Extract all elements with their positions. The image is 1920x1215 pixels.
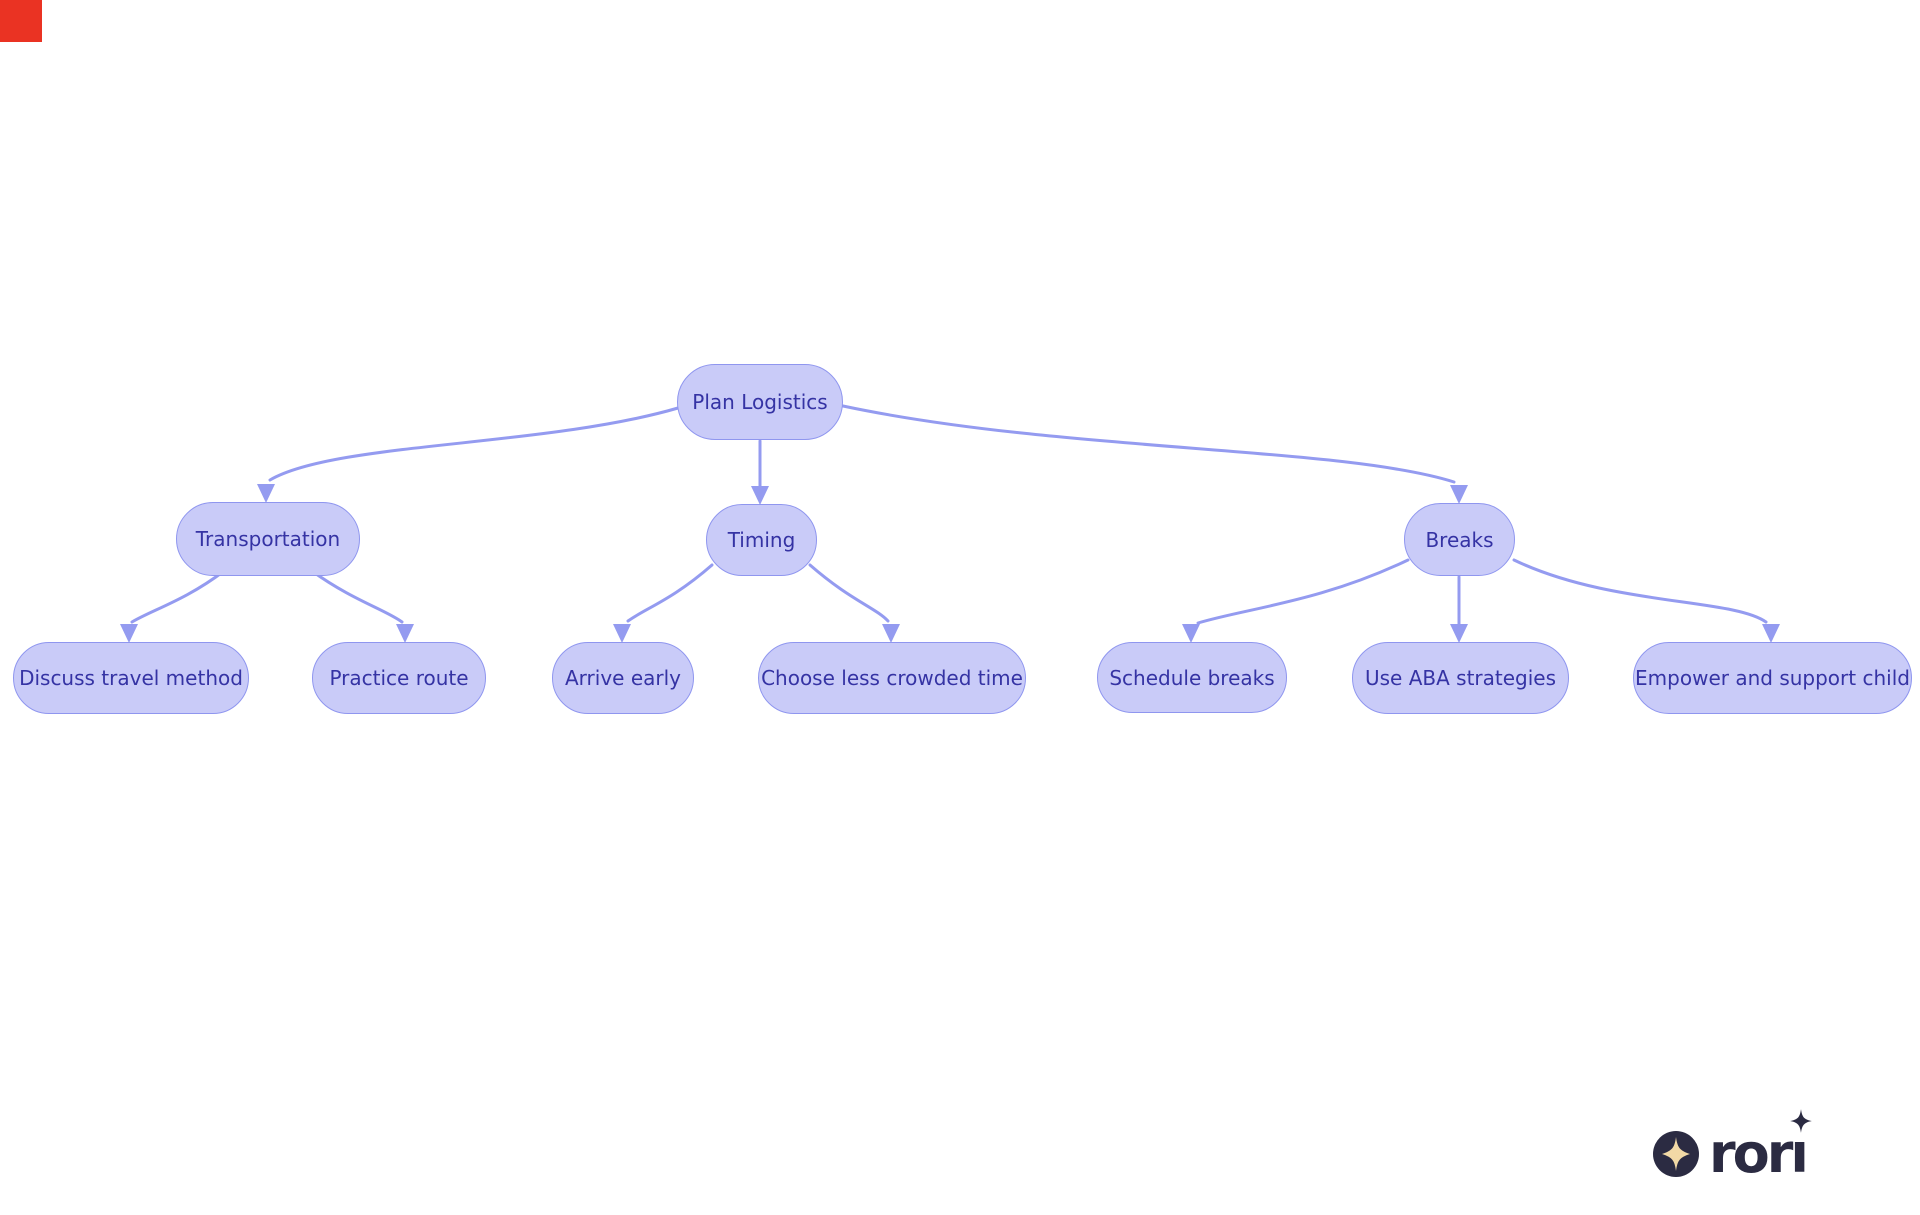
edge-transportation-practice: [310, 569, 404, 624]
node-label: Discuss travel method: [19, 666, 243, 690]
node-label: Transportation: [195, 527, 341, 551]
node-arrive-early: Arrive early: [552, 642, 694, 714]
edge-breaks-empower: [1512, 558, 1768, 624]
node-label: Choose less crowded time: [761, 666, 1023, 690]
node-label: Breaks: [1425, 527, 1494, 552]
node-breaks: Breaks: [1404, 503, 1515, 576]
node-label: Empower and support child: [1635, 666, 1910, 690]
node-transportation: Transportation: [176, 502, 360, 576]
logo-dot-cover: [1792, 1128, 1805, 1141]
edge-plan-transportation: [268, 406, 680, 482]
arrowhead-timing: [751, 486, 769, 505]
node-schedule-breaks: Schedule breaks: [1097, 642, 1287, 713]
rori-logo-wordmark: rori: [1709, 1109, 1812, 1181]
sparkle-icon: [1790, 1109, 1812, 1133]
arrowhead-transportation: [257, 484, 275, 503]
node-empower-and-support-child: Empower and support child: [1633, 642, 1912, 714]
node-choose-less-crowded-time: Choose less crowded time: [758, 642, 1026, 714]
arrowhead-arrive: [613, 624, 631, 643]
node-plan-logistics: Plan Logistics: [677, 364, 843, 440]
node-label: Arrive early: [564, 666, 681, 690]
rori-logo-circle-sparkle-icon: [1653, 1131, 1699, 1177]
node-discuss-travel-method: Discuss travel method: [13, 642, 249, 714]
arrowhead-choose: [882, 624, 900, 643]
node-label: Schedule breaks: [1109, 665, 1275, 690]
arrowhead-empower: [1762, 624, 1780, 643]
rori-logo: rori: [1652, 1109, 1812, 1181]
node-practice-route: Practice route: [312, 642, 486, 714]
node-label: Use ABA strategies: [1364, 666, 1557, 690]
arrowhead-breaks: [1450, 485, 1468, 504]
screen-corner-marker: [0, 0, 42, 42]
arrowhead-schedule: [1182, 624, 1200, 643]
edge-timing-arrive: [626, 563, 714, 623]
rori-logo-text: rori: [1709, 1122, 1809, 1185]
node-label: Timing: [727, 528, 796, 552]
edge-breaks-schedule: [1196, 558, 1410, 625]
edge-plan-breaks: [841, 404, 1456, 484]
arrowhead-aba: [1450, 624, 1468, 643]
node-label: Practice route: [329, 666, 469, 690]
node-timing: Timing: [706, 504, 817, 576]
node-label: Plan Logistics: [692, 390, 828, 414]
edge-transportation-discuss: [130, 569, 226, 624]
node-use-aba-strategies: Use ABA strategies: [1352, 642, 1569, 714]
edge-timing-choose: [808, 563, 890, 623]
arrowhead-practice: [396, 624, 414, 643]
arrowhead-discuss: [120, 624, 138, 643]
